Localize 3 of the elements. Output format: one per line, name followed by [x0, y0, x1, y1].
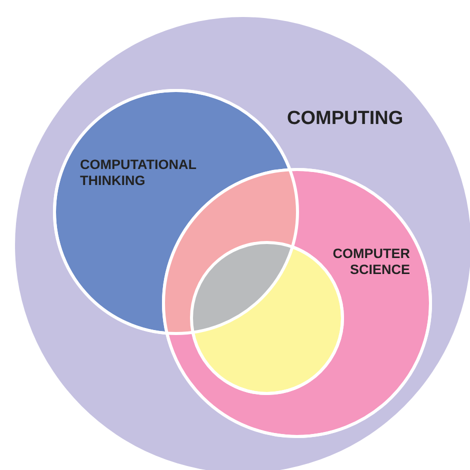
circle-label: COMPUTING: [287, 108, 404, 131]
circle-label: COMPUTER SCIENCE: [332, 246, 410, 278]
circle-label: COMPUTATIONAL THINKING: [80, 157, 198, 190]
